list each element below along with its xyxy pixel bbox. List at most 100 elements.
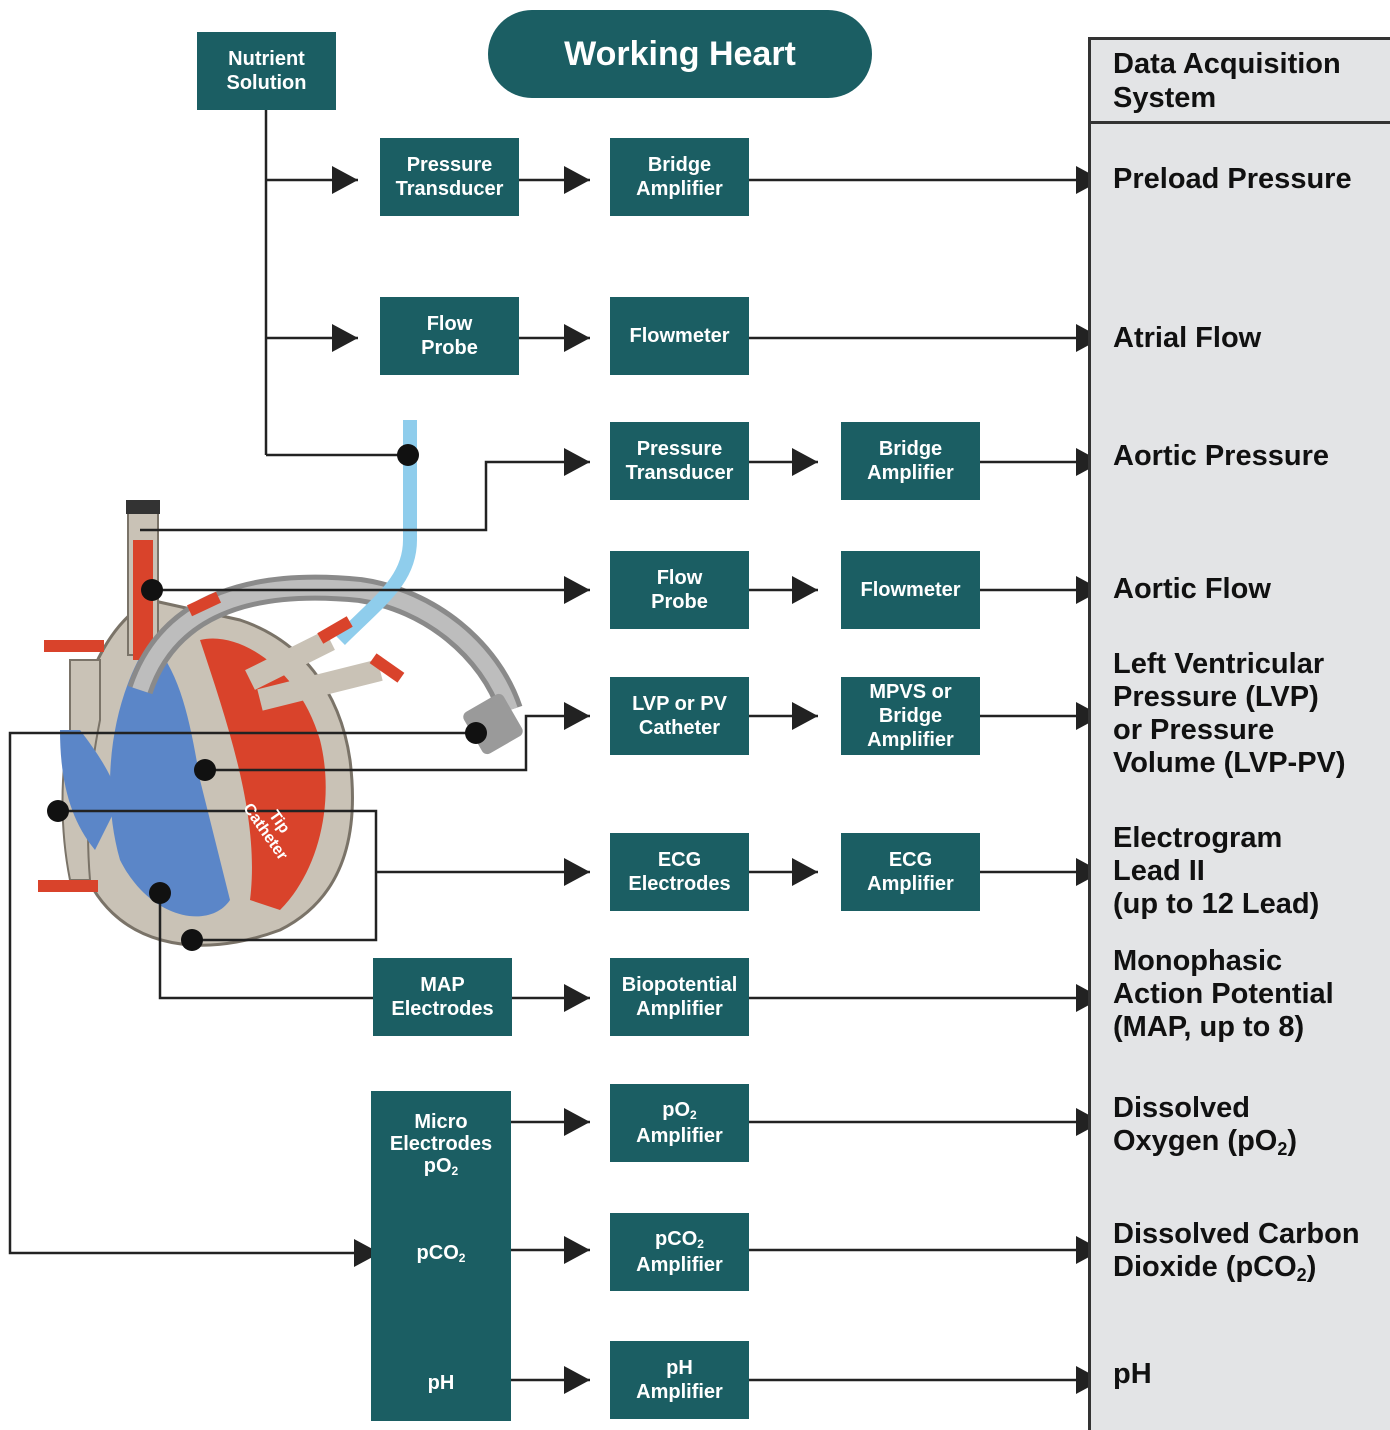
- output-label: Dissolved Carbon: [1113, 1218, 1360, 1250]
- sensor-label: Probe: [651, 591, 708, 613]
- output-label: (up to 12 Lead): [1113, 888, 1320, 920]
- mpvs-bridge-amplifier: MPVS or Bridge Amplifier: [841, 677, 980, 755]
- micro-ph-section: pH: [371, 1371, 511, 1395]
- amp-label: ECG: [888, 849, 933, 871]
- amp-label: MPVS or: [869, 681, 952, 703]
- co2-text: Dioxide (pCO: [1113, 1251, 1297, 1283]
- nutrient-solution-box: Nutrient Solution: [197, 32, 336, 110]
- sensor-label: Flow: [656, 567, 703, 589]
- daq-title: Data Acquisition System: [1090, 44, 1390, 124]
- atrial-flowmeter: Flowmeter: [610, 297, 749, 375]
- amp-label: Amplifier: [867, 729, 954, 751]
- amp-label: Amplifier: [636, 1254, 723, 1276]
- ecg-electrodes: ECG Electrodes: [610, 833, 749, 911]
- daq-panel: [1088, 37, 1390, 1430]
- aortic-pressure-transducer: Pressure Transducer: [610, 422, 749, 500]
- amp-label: Amplifier: [636, 1381, 723, 1403]
- po2-amplifier: pO2 Amplifier: [610, 1084, 749, 1162]
- amp-label: Bridge: [878, 438, 943, 460]
- sensor-label: Probe: [421, 337, 478, 359]
- nutrient-label-line1: Nutrient: [228, 48, 305, 70]
- sensor-label: Electrodes: [391, 998, 494, 1020]
- lvp-pv-catheter: LVP or PV Catheter: [610, 677, 749, 755]
- aortic-bridge-amplifier: Bridge Amplifier: [841, 422, 980, 500]
- micro-label: pH: [427, 1372, 455, 1394]
- sensor-label: Pressure: [636, 438, 723, 460]
- output-label: Aortic Pressure: [1113, 440, 1329, 472]
- output-label: Atrial Flow: [1113, 322, 1262, 354]
- sensor-label: Pressure: [406, 154, 493, 176]
- pco2-sub: 2: [697, 1237, 704, 1251]
- output-left-ventricular-pressure: Left Ventricular Pressure (LVP) or Press…: [1113, 648, 1346, 780]
- sensor-label: LVP or PV: [632, 693, 727, 715]
- co2-sub: 2: [1296, 1265, 1307, 1285]
- output-monophasic-action-potential: Monophasic Action Potential (MAP, up to …: [1113, 945, 1334, 1044]
- aortic-flowmeter: Flowmeter: [841, 551, 980, 629]
- amp-label: Bridge: [878, 705, 943, 727]
- output-dissolved-oxygen: Dissolved Oxygen (pO2): [1113, 1092, 1297, 1161]
- output-atrial-flow: Atrial Flow: [1113, 322, 1261, 355]
- pco2-amplifier: pCO2 Amplifier: [610, 1213, 749, 1291]
- micro-label: pO2: [390, 1155, 492, 1179]
- micro-po2-text: pO: [423, 1155, 452, 1177]
- output-label: Preload Pressure: [1113, 163, 1352, 195]
- amp-label: Biopotential: [621, 974, 738, 996]
- micro-po2-section: Micro Electrodes pO2: [390, 1111, 492, 1179]
- output-label: Aortic Flow: [1113, 573, 1271, 605]
- output-label: or Pressure: [1113, 714, 1275, 746]
- aortic-flow-probe: Flow Probe: [610, 551, 749, 629]
- amp-label: Amplifier: [867, 462, 954, 484]
- po2-text: pO: [662, 1099, 691, 1121]
- ecg-amplifier: ECG Amplifier: [841, 833, 980, 911]
- micro-electrodes-box: Micro Electrodes pO2 pCO2 pH: [371, 1091, 511, 1421]
- page-title: Working Heart: [488, 10, 872, 98]
- amp-label: pCO2: [655, 1227, 704, 1253]
- amp-label: Flowmeter: [629, 325, 730, 347]
- preload-pressure-transducer: Pressure Transducer: [380, 138, 519, 216]
- output-label: Dissolved: [1113, 1092, 1250, 1124]
- daq-title-line2: System: [1113, 82, 1217, 114]
- po2-sub: 2: [690, 1108, 697, 1122]
- map-electrodes: MAP Electrodes: [373, 958, 512, 1036]
- atrial-flow-probe: Flow Probe: [380, 297, 519, 375]
- amp-label: Amplifier: [636, 1125, 723, 1147]
- output-ph: pH: [1113, 1358, 1152, 1391]
- micro-po2-sub: 2: [451, 1164, 459, 1178]
- sensor-label: Flow: [426, 313, 473, 335]
- micro-label: Micro: [414, 1111, 468, 1133]
- micro-pco2-section: pCO2: [371, 1241, 511, 1267]
- output-label: Oxygen (pO2): [1113, 1125, 1297, 1161]
- sensor-label: Transducer: [625, 462, 734, 484]
- micro-label: Electrodes: [389, 1133, 493, 1155]
- output-electrogram: Electrogram Lead II (up to 12 Lead): [1113, 822, 1319, 921]
- output-label: Action Potential: [1113, 978, 1334, 1010]
- connection-dots: [47, 444, 487, 951]
- amp-label: Bridge: [647, 154, 712, 176]
- output-label: Dioxide (pCO2): [1113, 1251, 1360, 1287]
- amp-label: Amplifier: [636, 998, 723, 1020]
- sensor-label: Transducer: [395, 178, 504, 200]
- sensor-label: Electrodes: [628, 873, 731, 895]
- daq-title-line1: Data Acquisition: [1113, 48, 1341, 80]
- amp-label: pH: [666, 1357, 693, 1379]
- amp-label: pO2: [662, 1098, 696, 1124]
- amp-label: Amplifier: [636, 178, 723, 200]
- output-aortic-flow: Aortic Flow: [1113, 573, 1271, 606]
- pco2-text: pCO: [655, 1228, 698, 1250]
- output-label: (MAP, up to 8): [1113, 1011, 1305, 1043]
- amp-label: Flowmeter: [860, 579, 961, 601]
- o2-close: ): [1287, 1125, 1298, 1157]
- output-dissolved-carbon-dioxide: Dissolved Carbon Dioxide (pCO2): [1113, 1218, 1360, 1287]
- preload-bridge-amplifier: Bridge Amplifier: [610, 138, 749, 216]
- co2-close: ): [1306, 1251, 1317, 1283]
- sensor-label: MAP: [420, 974, 465, 996]
- output-label: Left Ventricular: [1113, 648, 1325, 680]
- micro-label: pCO2: [371, 1241, 511, 1267]
- ph-amplifier: pH Amplifier: [610, 1341, 749, 1419]
- output-label: Lead II: [1113, 855, 1205, 887]
- output-label: Electrogram: [1113, 822, 1283, 854]
- sensor-label: ECG: [657, 849, 702, 871]
- sensor-label: Catheter: [638, 717, 721, 739]
- output-label: Monophasic: [1113, 945, 1283, 977]
